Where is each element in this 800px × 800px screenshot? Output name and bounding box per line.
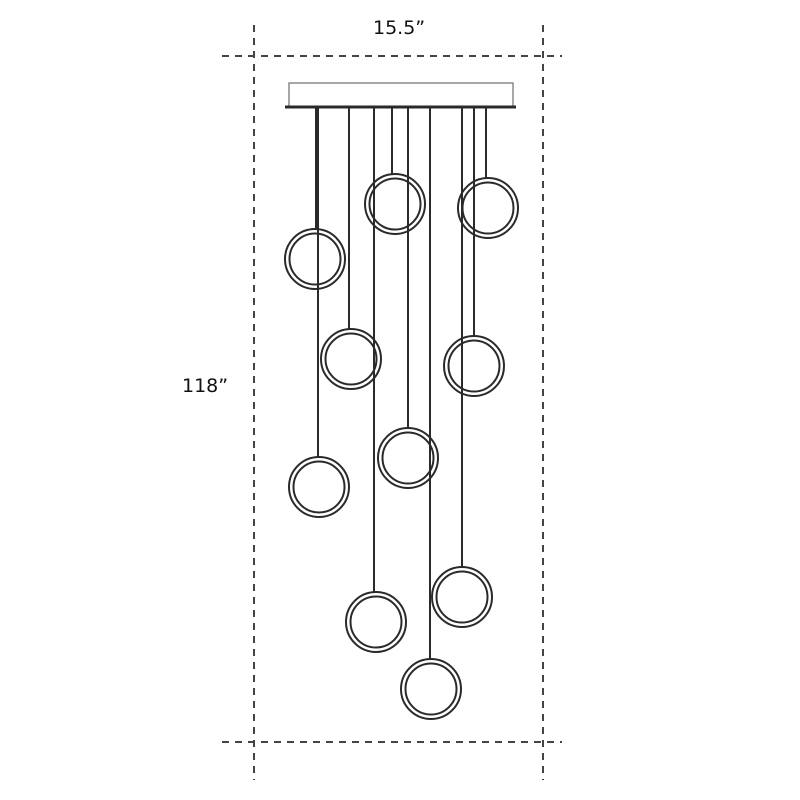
ceiling-canopy [285, 82, 516, 109]
ring-inner-7 [292, 460, 346, 514]
ring-outer-3 [364, 173, 426, 235]
ring-inner-6 [381, 431, 435, 485]
height-dimension-label: 118” [182, 375, 229, 397]
suspension-wires [315, 107, 487, 659]
ring-outer-10 [400, 658, 462, 720]
ring-outer-6 [377, 427, 439, 489]
ring-outer-5 [443, 335, 505, 397]
ring-inner-4 [461, 181, 515, 235]
ring-inner-5 [447, 339, 501, 393]
ring-inner-8 [349, 595, 403, 649]
ring-outer-7 [288, 456, 350, 518]
ring-inner-2 [324, 332, 378, 386]
ring-inner-9 [435, 570, 489, 624]
ring-outer-4 [457, 177, 519, 239]
ring-outer-2 [320, 328, 382, 390]
canopy-body [288, 82, 514, 108]
ring-inner-10 [404, 662, 458, 716]
ring-inner-1 [288, 232, 342, 286]
ring-outer-9 [431, 566, 493, 628]
pendant-rings [284, 173, 519, 720]
width-dimension-label: 15.5” [373, 17, 426, 39]
ring-outer-8 [345, 591, 407, 653]
ring-inner-3 [368, 177, 422, 231]
dimension-guides [222, 25, 562, 780]
ring-outer-1 [284, 228, 346, 290]
